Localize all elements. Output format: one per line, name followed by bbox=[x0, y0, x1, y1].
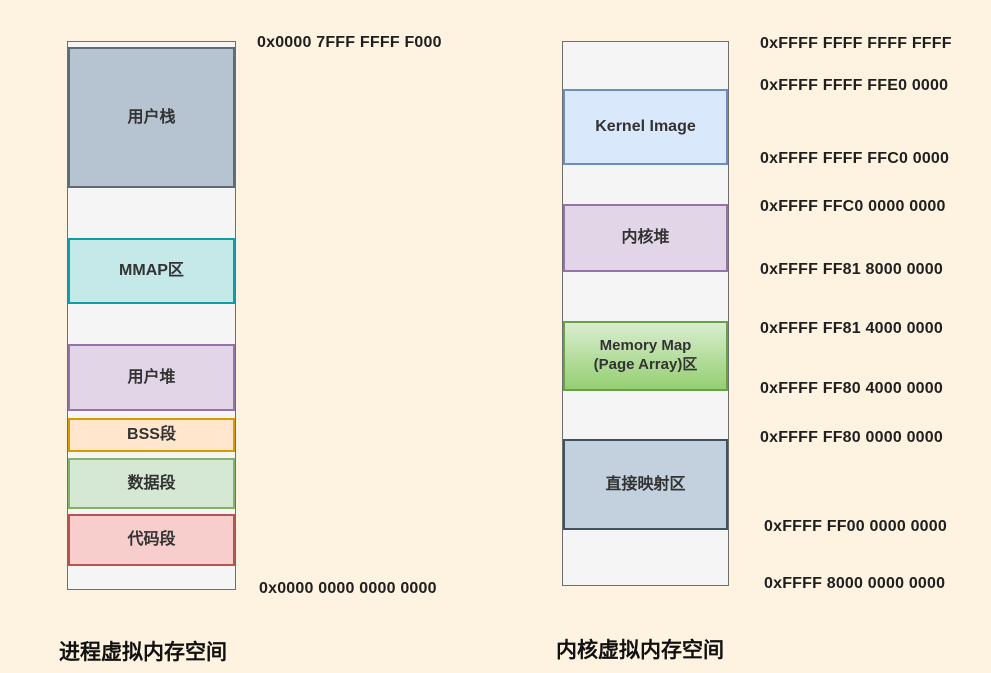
segment-user-stack: 用户栈 bbox=[68, 47, 235, 188]
address-kernel-5: 0xFFFF FF81 4000 0000 bbox=[760, 320, 943, 337]
segment-kernel-heap: 内核堆 bbox=[563, 204, 728, 272]
segment-data: 数据段 bbox=[68, 458, 235, 509]
segment-user-stack-label: 用户栈 bbox=[127, 108, 176, 126]
segment-kernel-image: Kernel Image bbox=[563, 89, 728, 165]
segment-code-label: 代码段 bbox=[127, 531, 176, 548]
address-kernel-9: 0xFFFF 8000 0000 0000 bbox=[764, 575, 946, 592]
kernel-memory-column: Kernel Image 内核堆 Memory Map (Page Array)… bbox=[562, 41, 729, 586]
address-kernel-7: 0xFFFF FF80 0000 0000 bbox=[760, 429, 943, 446]
segment-mmap: MMAP区 bbox=[68, 238, 235, 304]
segment-memory-map-label: Memory Map (Page Array)区 bbox=[593, 337, 698, 373]
segment-direct-map: 直接映射区 bbox=[563, 439, 728, 530]
segment-mmap-label: MMAP区 bbox=[119, 262, 184, 279]
address-process-bottom: 0x0000 0000 0000 0000 bbox=[259, 580, 437, 597]
segment-direct-map-label: 直接映射区 bbox=[605, 475, 686, 493]
segment-bss-label: BSS段 bbox=[127, 426, 176, 443]
segment-kernel-image-label: Kernel Image bbox=[595, 118, 696, 135]
address-kernel-8: 0xFFFF FF00 0000 0000 bbox=[764, 518, 947, 535]
process-space-title: 进程虚拟内存空间 bbox=[59, 641, 227, 664]
address-kernel-1: 0xFFFF FFFF FFE0 0000 bbox=[760, 77, 949, 94]
address-kernel-3: 0xFFFF FFC0 0000 0000 bbox=[760, 198, 946, 215]
process-memory-column: 用户栈 MMAP区 用户堆 BSS段 数据段 代码段 bbox=[67, 41, 236, 590]
segment-data-label: 数据段 bbox=[127, 474, 176, 492]
kernel-space-title: 内核虚拟内存空间 bbox=[556, 639, 724, 662]
address-kernel-2: 0xFFFF FFFF FFC0 0000 bbox=[760, 150, 950, 167]
address-process-top: 0x0000 7FFF FFFF F000 bbox=[257, 34, 442, 51]
segment-bss: BSS段 bbox=[68, 418, 235, 452]
segment-memory-map: Memory Map (Page Array)区 bbox=[563, 321, 728, 391]
segment-user-heap-label: 用户堆 bbox=[127, 368, 176, 386]
segment-user-heap: 用户堆 bbox=[68, 344, 235, 411]
segment-kernel-heap-label: 内核堆 bbox=[621, 229, 670, 246]
address-kernel-0: 0xFFFF FFFF FFFF FFFF bbox=[760, 35, 952, 52]
address-kernel-6: 0xFFFF FF80 4000 0000 bbox=[760, 380, 943, 397]
segment-code: 代码段 bbox=[68, 514, 235, 566]
address-kernel-4: 0xFFFF FF81 8000 0000 bbox=[760, 261, 943, 278]
